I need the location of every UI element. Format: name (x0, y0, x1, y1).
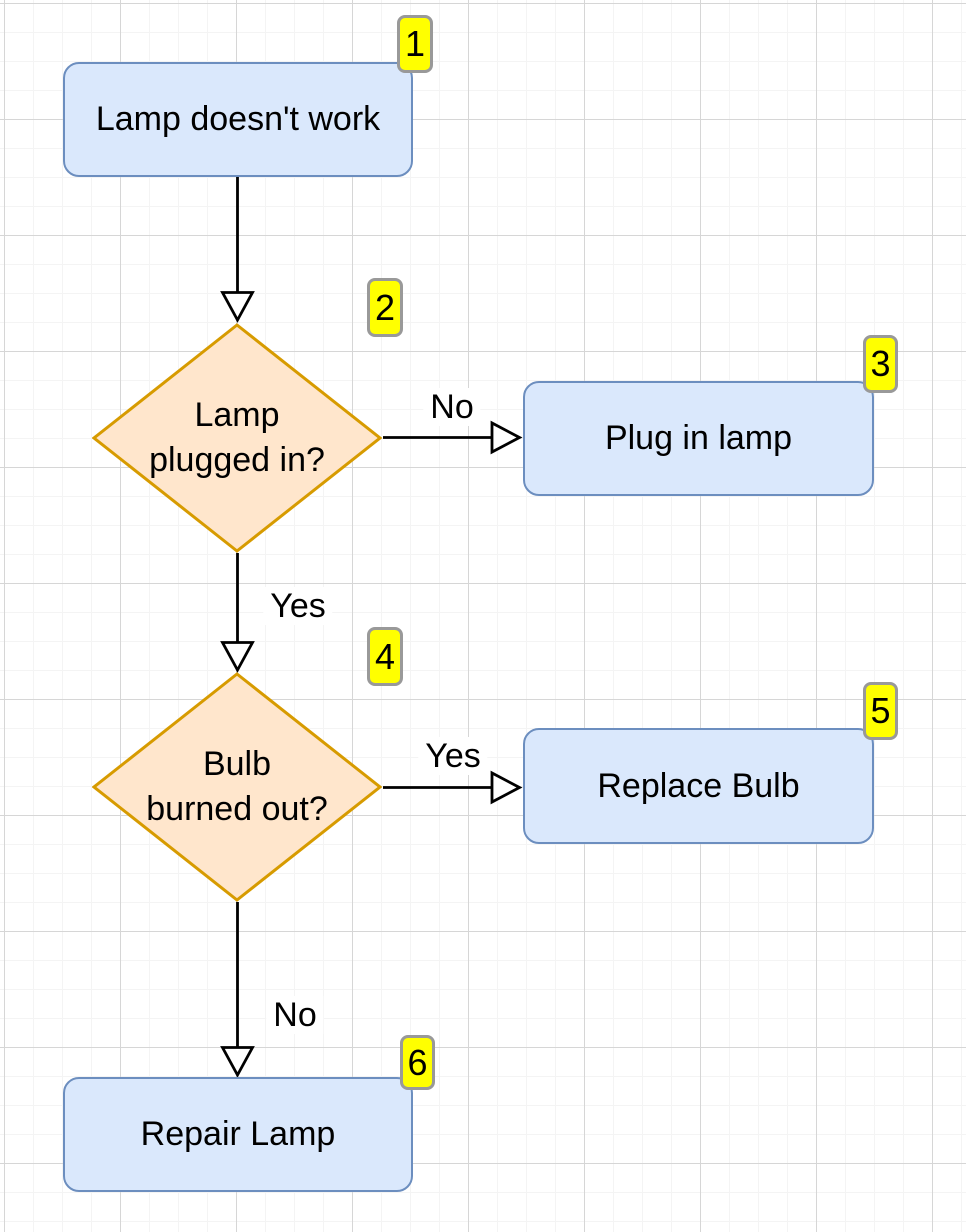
edge-2-to-3[interactable] (383, 420, 523, 455)
step-badge-5[interactable]: 5 (863, 682, 898, 740)
edge-label-no[interactable]: No (266, 996, 324, 1034)
open-arrowhead-icon (220, 291, 255, 323)
node-bulb-burned-out[interactable]: Bulb burned out? (92, 672, 382, 902)
decision-diamond-shape (92, 323, 382, 553)
open-arrowhead-icon (490, 420, 523, 455)
edge-2-to-4[interactable] (220, 553, 255, 673)
edge-4-to-5[interactable] (383, 770, 523, 805)
step-badge-1[interactable]: 1 (397, 15, 433, 73)
node-replace-bulb[interactable]: Replace Bulb (523, 728, 874, 844)
decision-diamond-shape (92, 672, 382, 902)
node-lamp-doesnt-work[interactable]: Lamp doesn't work (63, 62, 413, 177)
edge-label-yes[interactable]: Yes (418, 737, 488, 775)
edge-1-to-2[interactable] (220, 177, 255, 323)
node-label: Lamp doesn't work (95, 100, 381, 138)
node-label: Bulb burned out? (146, 745, 328, 828)
node-repair-lamp[interactable]: Repair Lamp (63, 1077, 413, 1192)
edge-label-yes[interactable]: Yes (263, 587, 333, 625)
open-arrowhead-icon (220, 641, 255, 673)
edge-label-no[interactable]: No (423, 388, 481, 426)
node-plug-in-lamp[interactable]: Plug in lamp (523, 381, 874, 496)
step-badge-2[interactable]: 2 (367, 278, 403, 337)
step-badge-4[interactable]: 4 (367, 627, 403, 686)
node-label: Repair Lamp (140, 1115, 336, 1153)
node-label: Lamp plugged in? (149, 396, 325, 479)
open-arrowhead-icon (490, 770, 523, 805)
node-lamp-plugged-in[interactable]: Lamp plugged in? (92, 323, 382, 553)
node-label: Replace Bulb (597, 766, 800, 805)
step-badge-3[interactable]: 3 (863, 335, 898, 393)
node-label: Plug in lamp (604, 419, 793, 457)
step-badge-6[interactable]: 6 (400, 1035, 435, 1090)
edge-4-to-6[interactable] (220, 902, 255, 1078)
open-arrowhead-icon (220, 1046, 255, 1078)
